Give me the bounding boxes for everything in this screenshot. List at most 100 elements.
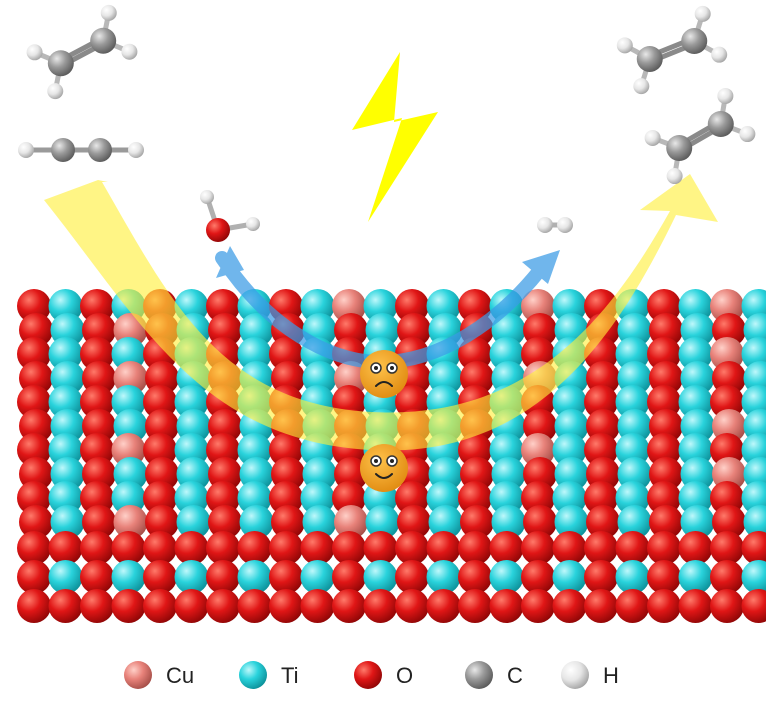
o-atom (712, 505, 746, 539)
ti-atom (428, 505, 463, 539)
sad-face-icon (360, 350, 408, 398)
ti-atom (554, 505, 589, 539)
o-atom (111, 589, 146, 623)
c-atom (47, 50, 74, 77)
h-atom (644, 129, 661, 146)
light-energy-arrow (44, 174, 718, 451)
o-atom (586, 505, 620, 539)
ti-atom (678, 560, 713, 594)
molecules-layer (18, 4, 756, 242)
ti-atom (365, 505, 400, 539)
o-atom (143, 560, 177, 594)
ti-atom (50, 505, 85, 539)
h-legend-swatch (561, 661, 589, 689)
legend-label: O (396, 663, 413, 688)
h-atom (557, 217, 573, 233)
happy-face-icon (360, 444, 408, 492)
legend-item-ti: Ti (239, 661, 299, 689)
legend-item-h: H (561, 661, 619, 689)
o-atom (19, 505, 53, 539)
o-atom (489, 531, 524, 565)
c-atom (88, 138, 112, 162)
h-atom (121, 43, 138, 60)
o-atom (143, 531, 177, 565)
o-atom (521, 589, 555, 623)
o-atom (80, 531, 114, 565)
legend-label: Cu (166, 663, 194, 688)
o-atom (269, 589, 303, 623)
ti-atom (111, 560, 146, 594)
ti-legend-swatch (239, 661, 267, 689)
o-atom (80, 589, 114, 623)
o-atom (615, 531, 650, 565)
o-atom (584, 560, 618, 594)
h-atom (717, 87, 734, 104)
o-atom (647, 531, 681, 565)
o-atom (48, 589, 83, 623)
o-atom (710, 589, 744, 623)
o-atom (206, 218, 230, 242)
o-atom (458, 560, 492, 594)
c-atom (707, 111, 734, 137)
o-atom (332, 531, 366, 565)
o-atom (395, 531, 429, 565)
o-atom (17, 560, 51, 594)
o-atom (397, 505, 431, 539)
o-atom (523, 505, 557, 539)
legend-label: Ti (281, 663, 299, 688)
o-atom (521, 560, 555, 594)
o-atom (395, 589, 429, 623)
h-atom (616, 37, 633, 54)
h-atom (739, 126, 756, 143)
o-atom (426, 531, 461, 565)
o-atom (647, 589, 681, 623)
h-atom (200, 190, 214, 204)
o-atom (300, 531, 335, 565)
ti-atom (48, 560, 83, 594)
o-atom (678, 589, 713, 623)
o-atom (174, 531, 209, 565)
o-atom (143, 589, 177, 623)
o-atom (710, 531, 744, 565)
ti-atom (300, 560, 335, 594)
o-atom (678, 531, 713, 565)
o-atom (363, 589, 398, 623)
ti-atom (237, 560, 272, 594)
o-atom (206, 560, 240, 594)
o-atom (17, 589, 51, 623)
o-atom (332, 589, 366, 623)
o-atom (426, 589, 461, 623)
o-atom (174, 589, 209, 623)
o-atom (584, 531, 618, 565)
o-atom (269, 560, 303, 594)
o-atom (649, 505, 683, 539)
o-atom (521, 531, 555, 565)
legend-item-cu: Cu (124, 661, 194, 689)
o-atom (145, 505, 179, 539)
c-atom (666, 135, 693, 161)
c-atom (51, 138, 75, 162)
o-atom (206, 531, 240, 565)
o-atom (584, 589, 618, 623)
o-atom (48, 531, 83, 565)
c-atom (90, 27, 117, 54)
o-atom (300, 589, 335, 623)
ti-atom (615, 560, 650, 594)
ti-atom (239, 505, 274, 539)
legend-label: H (603, 663, 619, 688)
o-atom (489, 589, 524, 623)
h-atom (537, 217, 553, 233)
c-atom (636, 45, 663, 72)
legend-item-o: O (354, 661, 413, 689)
o-atom (458, 589, 492, 623)
ti-atom (363, 560, 398, 594)
h-atom (711, 46, 728, 63)
cu-atom (113, 505, 148, 539)
o-atom (80, 560, 114, 594)
ti-atom (491, 505, 526, 539)
h-atom (100, 4, 117, 21)
h-atom (633, 78, 650, 95)
cu-atom (334, 505, 368, 539)
